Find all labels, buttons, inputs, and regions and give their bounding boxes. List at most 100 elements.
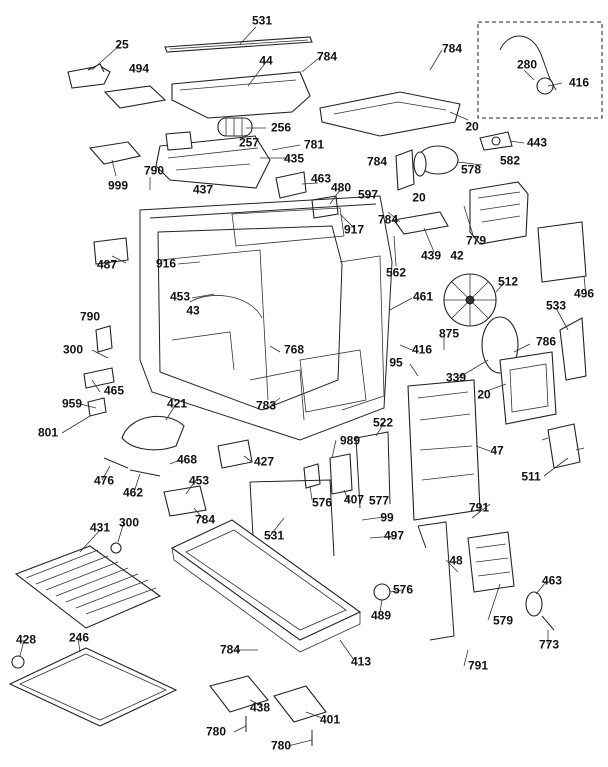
part-cover-401 <box>273 685 327 723</box>
part-bracket-25 <box>67 63 111 89</box>
part-oven-cavity <box>139 195 393 441</box>
part-top-rail <box>164 36 313 53</box>
part-lamp-256 <box>217 117 253 137</box>
label-257: 257 <box>238 135 260 150</box>
label-416-top: 416 <box>568 75 590 90</box>
label-437: 437 <box>192 182 214 197</box>
label-95: 95 <box>389 355 403 370</box>
label-421: 421 <box>166 396 188 411</box>
label-246: 246 <box>68 630 90 645</box>
part-fuse-463 <box>525 591 543 617</box>
label-784-mid: 784 <box>366 154 388 169</box>
part-bottom-plate-246 <box>8 647 178 727</box>
part-cover-421 <box>121 415 185 451</box>
label-401: 401 <box>319 712 341 727</box>
part-cover-20-top <box>319 91 461 137</box>
label-786: 786 <box>535 334 557 349</box>
label-576-left: 576 <box>311 495 333 510</box>
label-413: 413 <box>350 654 372 669</box>
label-497: 497 <box>383 528 405 543</box>
label-42: 42 <box>450 248 464 263</box>
label-579: 579 <box>492 613 514 628</box>
label-783: 783 <box>255 398 277 413</box>
label-790-left: 790 <box>79 309 101 324</box>
label-780-right: 780 <box>270 738 292 753</box>
label-465: 465 <box>103 383 125 398</box>
label-463-top: 463 <box>310 171 332 186</box>
part-screw-773 <box>541 615 555 631</box>
label-20-top: 20 <box>465 119 479 134</box>
label-453-top: 453 <box>169 289 191 304</box>
label-582: 582 <box>499 153 521 168</box>
part-bracket-42 <box>393 211 449 235</box>
part-clip-790 <box>95 325 113 353</box>
part-clip-465 <box>83 367 115 389</box>
label-999: 999 <box>107 178 129 193</box>
label-496: 496 <box>573 286 595 301</box>
label-562: 562 <box>385 265 407 280</box>
part-bracket-533 <box>559 317 587 381</box>
label-44: 44 <box>259 53 273 68</box>
label-781: 781 <box>303 137 325 152</box>
label-773: 773 <box>538 637 560 652</box>
label-916: 916 <box>155 256 177 271</box>
label-431: 431 <box>89 520 111 535</box>
label-522: 522 <box>372 415 394 430</box>
label-512: 512 <box>497 274 519 289</box>
part-block-579 <box>467 531 515 593</box>
label-511: 511 <box>521 469 541 484</box>
part-bushing-443 <box>479 131 513 151</box>
label-438: 438 <box>249 700 271 715</box>
label-577: 577 <box>368 493 390 508</box>
label-989: 989 <box>339 433 361 448</box>
label-439: 439 <box>420 248 442 263</box>
label-407: 407 <box>343 492 365 507</box>
label-443: 443 <box>526 135 548 150</box>
label-597: 597 <box>357 187 379 202</box>
part-latch-576 <box>303 463 321 489</box>
label-476: 476 <box>93 473 115 488</box>
label-791-bottom: 791 <box>467 658 489 673</box>
label-20-mid: 20 <box>412 190 426 205</box>
label-578: 578 <box>460 162 482 177</box>
label-576-right: 576 <box>392 582 414 597</box>
part-panel-496 <box>537 221 587 283</box>
label-280: 280 <box>516 57 538 72</box>
inset-box-280 <box>477 21 603 119</box>
label-959: 959 <box>61 396 83 411</box>
label-300-left: 300 <box>62 342 84 357</box>
label-463-lower: 463 <box>541 573 563 588</box>
label-791-top: 791 <box>468 500 490 515</box>
part-grille-431 <box>14 545 162 629</box>
label-487: 487 <box>96 257 118 272</box>
label-43: 43 <box>186 303 200 318</box>
part-bracket-453 <box>163 485 207 517</box>
label-533: 533 <box>545 298 567 313</box>
part-fan-512 <box>443 273 497 327</box>
label-48: 48 <box>449 553 463 568</box>
label-20-right: 20 <box>477 387 491 402</box>
part-transformer-582 <box>469 181 529 245</box>
part-switch-511 <box>541 423 585 469</box>
part-duct-437 <box>155 131 271 189</box>
label-99: 99 <box>380 510 394 525</box>
label-531-top: 531 <box>251 13 273 28</box>
part-foot-428 <box>11 655 25 669</box>
label-494: 494 <box>128 61 150 76</box>
label-428: 428 <box>15 632 37 647</box>
part-control-panel-47 <box>407 379 481 521</box>
label-784-right: 784 <box>441 41 463 56</box>
part-base-tray-413 <box>170 519 362 653</box>
label-47: 47 <box>490 443 504 458</box>
label-768: 768 <box>283 342 305 357</box>
part-interlock-407 <box>329 453 353 495</box>
part-cover-44 <box>171 71 311 119</box>
label-801: 801 <box>37 425 59 440</box>
label-784-lower: 784 <box>377 212 399 227</box>
label-480: 480 <box>330 180 352 195</box>
label-453-lower: 453 <box>188 473 210 488</box>
part-clip-959 <box>87 397 107 417</box>
part-bracket-48 <box>417 521 455 641</box>
